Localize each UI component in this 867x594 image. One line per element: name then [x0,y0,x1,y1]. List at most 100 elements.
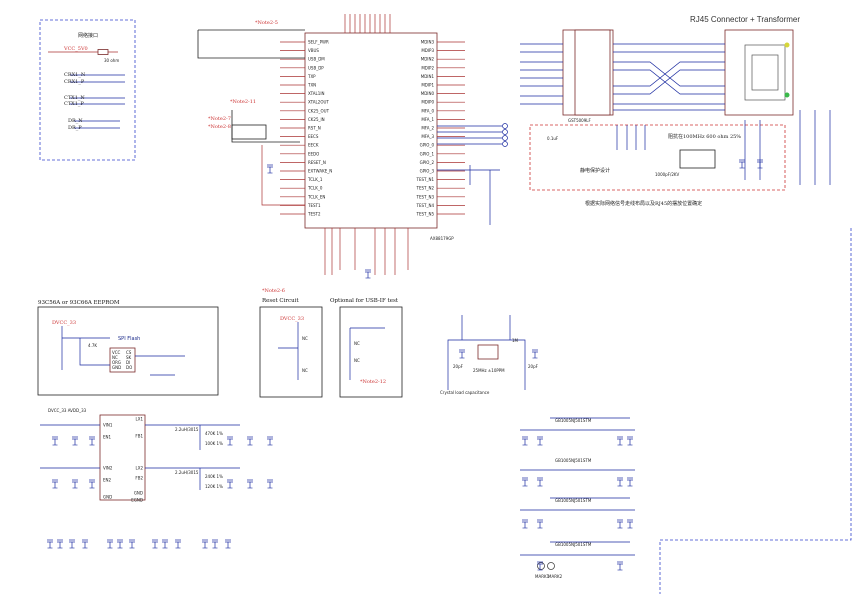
regulator-right-pin: GND [134,491,143,496]
res-2: 100K 1% [205,441,223,446]
eeprom-pin-label: VCC [112,350,121,355]
phy-right-pin-label: MDIP0 [421,100,434,105]
phy-xtal-box [231,124,267,140]
transformer-part: GST5009LF [568,118,591,123]
spi-flash-label: SPI Flash [118,336,140,342]
phy-left-bracket [197,29,305,59]
phy-right-pins: MDIN3MDIP3MDIN2MDIP2MDIN1MDIP1MDIN0MDIP0… [416,40,465,217]
note-2-7: *Note2-7 [208,116,231,122]
esd-frame [529,124,786,191]
res-4: 120K 1% [205,484,223,489]
phy-left-pins: SELF_PWRVBUSUSB_DMUSB_DPTXPTXNXTAL1INXTA… [280,40,332,217]
transformer-core [574,29,611,116]
drp-label: DR_P [68,125,82,131]
eeprom-pin-label: ORG [112,360,121,365]
mark1-label: MARK1 [535,574,550,579]
ferrite-2: GB1005NJ501STM [555,458,592,463]
eeprom-res: 4.7K [88,343,97,348]
decorative-components [47,159,763,571]
eeprom-chip [109,347,136,373]
regulator-left-pin: VIN2 [103,466,113,471]
ctx1p-label: CTX1_P [64,101,84,107]
crystal-body [477,344,499,360]
usbif-frame [339,306,403,398]
regulator-left-pin: VIN1 [103,423,113,428]
crx-lines: CRX1_N CRX1_P [64,72,125,85]
phy-right-pin-label: MDIN2 [421,57,435,62]
phy-right-pin-label: MDIP1 [421,83,434,88]
regulator-header: DVCC_33 AVDD_33 [48,408,87,413]
eeprom-pin-label: DO [126,365,132,370]
net-interface-section: 网络接口 VCC_5V0 30 ohm CRX1_N CRX1_P CTX1_N… [39,19,136,161]
phy-left-pin-label: TEST1 [307,203,321,208]
crx1n-label: CRX1_N [64,72,86,78]
cap-label-2: 1000pF/2KV [655,172,680,177]
regulator-wires [40,424,240,490]
phy-chip-section: *Note2-5 *Note2-11 *Note2-7 *Note2-8 AX8… [197,14,508,275]
phy-right-pin-label: MDIN1 [421,74,435,79]
net-interface-title: 网络接口 [78,32,98,39]
ctx-lines: CTX1_N CTX1_P [64,95,125,107]
eeprom-supply: DVCC_33 [52,320,76,326]
phy-left-pin-label: EXTWAKE_N [308,169,332,174]
reset-note: *Note2-6 [262,288,285,294]
phy-left-pin-label: TXP [307,74,316,79]
regulator-left-pin: EN2 [103,478,112,483]
eeprom-title: 93C56A or 93C66A EEPROM [38,300,120,306]
phy-right-pin-label: MFA_3 [421,134,434,139]
regulator-right-pin: LX1 [135,417,143,422]
esd-caps [616,125,646,150]
ferrite-section: GB1005NJ501STM GB1005NJ501STM GB1005NJ50… [520,417,635,556]
phy-part-label: AX88179GP [430,236,454,241]
rj45-connector [724,29,794,116]
rj45-led-yellow [784,42,790,48]
inductor-2: 2.2uH/3015 [175,470,199,475]
esd-note: 静电保护设计 [580,167,610,174]
phy-chip-body [304,32,438,229]
phy-right-pin-label: MDIN0 [421,91,435,96]
regulator-right-pin: LX2 [135,466,143,471]
reset-nc-1: NC [302,336,308,341]
marks-section: MARK1 MARK2 [535,562,563,579]
eeprom-wires [61,326,185,376]
phy-left-pin-label: XTAL1IN [308,91,324,96]
usbif-title: Optional for USB-IF test [330,298,399,304]
phy-crystal-wire [231,110,300,143]
mark2-label: MARK2 [548,574,563,579]
phy-test-wire [261,145,305,206]
phy-right-pin-label: MDIP3 [421,48,434,53]
usbif-wires [349,327,385,380]
phy-left-pin-label: EECK [308,143,319,148]
phy-left-pin-label: SELF_PWR [308,40,329,45]
phy-left-pin-label: RST_N [308,126,321,131]
rj45-jack-inner [751,54,779,91]
phy-left-pin-label: EECS [308,134,319,139]
rj45-title: RJ45 Connector + Transformer [690,15,800,24]
usbif-nc-1: NC [354,341,360,346]
phy-right-pin-label: MDIP2 [421,65,434,70]
net-interface-frame [39,19,136,161]
res-3: 240K 1% [205,474,223,479]
phy-bottom-pins [324,228,409,275]
sheet-border [659,228,852,594]
gpio-loops [437,123,508,147]
phy-left-pin-label: TCLK_EN [307,194,325,199]
phy-left-pin-label: USB_DP [308,65,324,70]
crx1p-label: CRX1_P [64,79,85,85]
drn-label: DR_N [68,118,83,124]
regulator-left-pin: EN1 [103,435,112,440]
ferrite-4: GB1005NJ501STM [555,542,592,547]
reset-section: *Note2-6 Reset Circuit DVCC_33 NC NC [259,288,323,398]
phy-right-pin-label: GPIO_0 [420,143,435,148]
phy-left-pin-label: VBUS [308,48,319,53]
reset-frame [259,306,323,398]
inductor-1: 2.2uH/3015 [175,427,199,432]
mark1-icon [537,562,545,570]
regulator-left-pin: GND [103,495,112,500]
ferrite-3: GB1005NJ501STM [555,498,592,503]
crystal-wires [447,315,526,390]
rj45-shield-wires [799,110,831,185]
